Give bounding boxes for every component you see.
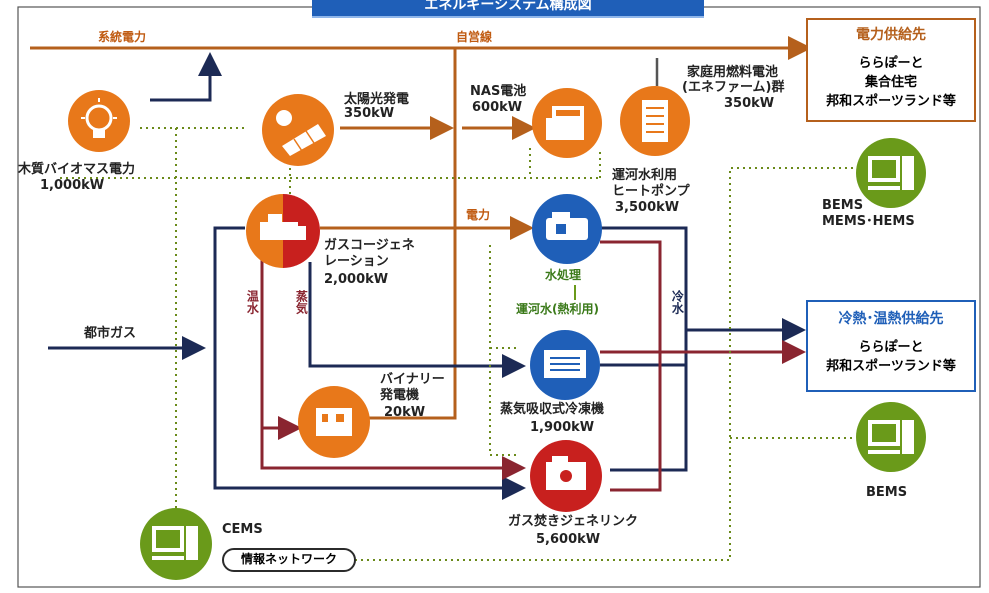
- power-label: 電力: [466, 208, 491, 222]
- cold-water-label: 冷水: [670, 290, 685, 314]
- binary-sub: 発電機: [380, 388, 420, 403]
- computer-icon: [856, 138, 926, 208]
- biomass-value: 1,000kW: [40, 178, 105, 193]
- steam-chiller-name: 蒸気吸収式冷凍機: [500, 402, 605, 417]
- solar-value: 350kW: [344, 106, 395, 121]
- heat-supply-title: 冷熱･温熱供給先: [838, 311, 944, 327]
- info-network-pill: 情報ネットワーク: [222, 548, 356, 572]
- cogen-name: ガスコージェネ: [324, 238, 415, 253]
- cogen-value: 2,000kW: [324, 272, 389, 287]
- hot-water-label: 温水: [245, 290, 260, 314]
- heat-supply-line2: 邦和スポーツランド等: [826, 359, 956, 374]
- chiller-icon: [530, 330, 600, 400]
- nas-value: 600kW: [472, 100, 523, 115]
- cogeneration-icon: [246, 194, 320, 268]
- computer-icon: [856, 402, 926, 472]
- private-line-label: 自営線: [456, 30, 493, 44]
- biomass-name: 木質バイオマス電力: [18, 162, 136, 177]
- heat-pump-icon: [532, 194, 602, 264]
- lightbulb-icon: [68, 90, 130, 152]
- genelink-value: 5,600kW: [536, 532, 601, 547]
- grid-power-label: 系統電力: [98, 30, 147, 44]
- power-supply-line3: 邦和スポーツランド等: [826, 94, 956, 109]
- steam-label: 蒸気: [294, 290, 309, 314]
- power-supply-line2: 集合住宅: [864, 75, 917, 90]
- genelink-icon: [530, 440, 602, 512]
- heatpump-name: 運河水利用: [612, 168, 678, 183]
- enefarm-name: 家庭用燃料電池: [687, 65, 779, 80]
- genelink-name: ガス焚きジェネリンク: [508, 514, 639, 529]
- water-treatment-label: 水処理: [545, 268, 582, 282]
- power-supply-title: 電力供給先: [856, 27, 926, 43]
- solar-name: 太陽光発電: [344, 92, 410, 107]
- fuel-cell-icon: [620, 86, 690, 156]
- canal-water-label: 運河水(熱利用): [516, 302, 599, 316]
- power-supply-line1: ららぽーと: [858, 56, 924, 71]
- computer-icon: [140, 508, 212, 580]
- enefarm-value: 350kW: [724, 96, 775, 111]
- bems1-sub: MEMS･HEMS: [822, 214, 915, 229]
- steam-chiller-value: 1,900kW: [530, 420, 595, 435]
- heatpump-sub: ヒートポンプ: [612, 184, 690, 199]
- solar-panel-icon: [262, 94, 334, 166]
- heatpump-value: 3,500kW: [615, 200, 680, 215]
- nas-name: NAS電池: [470, 84, 527, 99]
- cems-name: CEMS: [222, 522, 263, 537]
- battery-icon: [532, 88, 602, 158]
- heat-supply-line1: ららぽーと: [858, 340, 924, 355]
- diagram-title: エネルギーシステム構成図: [312, 0, 704, 18]
- city-gas-label: 都市ガス: [84, 326, 137, 341]
- generator-icon: [298, 386, 370, 458]
- binary-value: 20kW: [384, 405, 426, 420]
- heat-supply-box: 冷熱･温熱供給先 ららぽーと 邦和スポーツランド等: [806, 300, 976, 392]
- cogen-sub: レーション: [324, 254, 389, 269]
- power-supply-box: 電力供給先 ららぽーと 集合住宅 邦和スポーツランド等: [806, 18, 976, 122]
- bems2-name: BEMS: [866, 485, 908, 500]
- bems1-name: BEMS: [822, 198, 864, 213]
- binary-name: バイナリー: [380, 372, 445, 387]
- enefarm-sub: (エネファーム)群: [682, 80, 785, 95]
